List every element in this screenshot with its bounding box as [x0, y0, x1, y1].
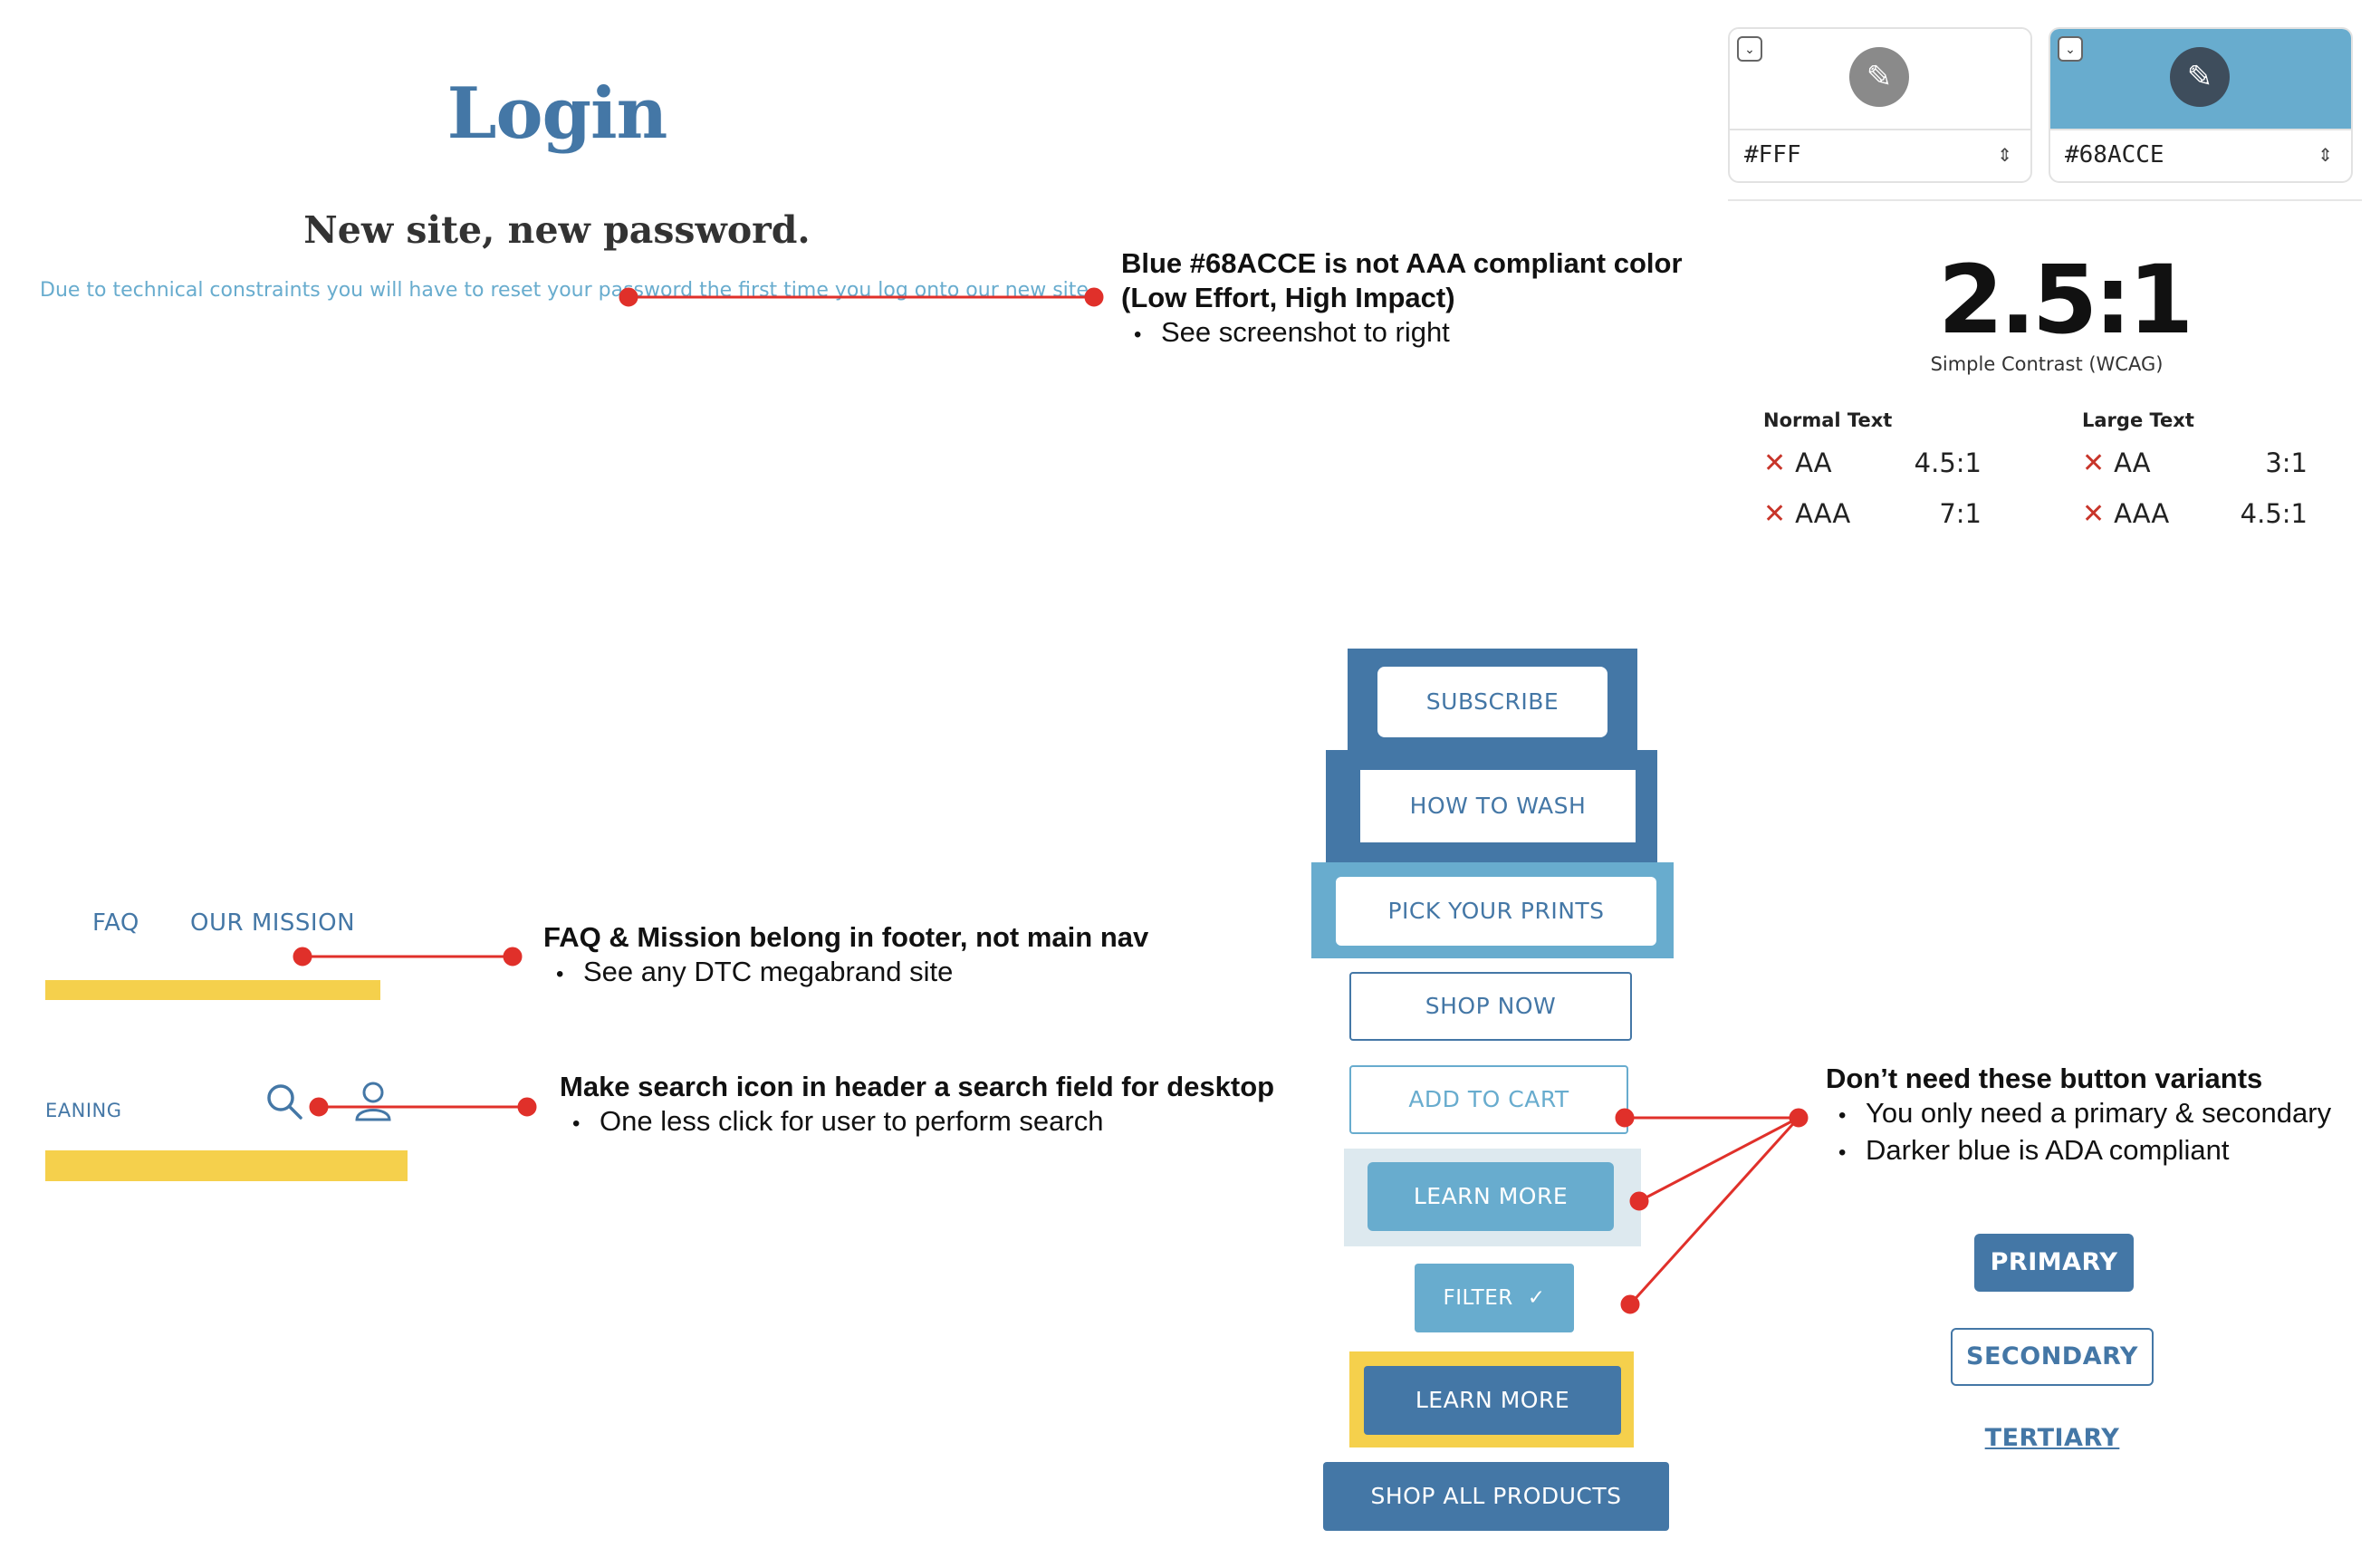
fail-icon: ✕	[2082, 447, 2106, 479]
connector-dot	[503, 947, 523, 967]
how-to-wash-button[interactable]: HOW TO WASH	[1360, 770, 1636, 842]
add-to-cart-button[interactable]: ADD TO CART	[1349, 1065, 1628, 1134]
shop-now-button[interactable]: SHOP NOW	[1349, 972, 1632, 1041]
divider	[1728, 199, 2362, 201]
connector-dot	[517, 1097, 537, 1117]
annotation-contrast-bullet: •See screenshot to right	[1134, 316, 1450, 348]
login-title: Login	[446, 72, 668, 155]
nav-underline-bar	[45, 980, 380, 1000]
connector-line-filter	[1628, 1116, 1800, 1306]
annotation-search-title: Make search icon in header a search fiel…	[560, 1071, 1275, 1102]
learn-more-light-button[interactable]: LEARN MORE	[1368, 1162, 1614, 1231]
nav-link-cleaning[interactable]: EANING	[45, 1100, 122, 1121]
large-text-heading: Large Text	[2082, 409, 2194, 431]
stepper-icon[interactable]: ⇕	[2318, 146, 2333, 166]
search-icon[interactable]	[264, 1082, 304, 1121]
pick-your-prints-button[interactable]: PICK YOUR PRINTS	[1336, 877, 1656, 946]
login-note: Due to technical constraints you will ha…	[40, 279, 1095, 302]
background-swatch[interactable]: ⌄ ✎ #68ACCE ⇕	[2049, 27, 2353, 183]
annotation-nav: FAQ & Mission belong in footer, not main…	[543, 920, 1148, 992]
annotation-contrast-subtitle: (Low Effort, High Impact)	[1121, 282, 1455, 313]
foreground-swatch[interactable]: ⌄ ✎ #FFF ⇕	[1728, 27, 2032, 183]
stepper-icon[interactable]: ⇕	[1997, 146, 2012, 166]
large-aa-result: ✕AA	[2082, 447, 2151, 479]
shop-all-products-button[interactable]: SHOP ALL PRODUCTS	[1323, 1462, 1669, 1531]
annotation-search-bullet: •One less click for user to perform sear…	[572, 1105, 1104, 1137]
filter-button[interactable]: FILTER ✓	[1415, 1264, 1574, 1332]
annotation-nav-title: FAQ & Mission belong in footer, not main…	[543, 921, 1149, 953]
filter-label: FILTER	[1443, 1286, 1513, 1310]
annotation-buttons-bullet-2: •Darker blue is ADA compliant	[1838, 1134, 2230, 1166]
connector-dot	[293, 947, 312, 967]
foreground-hex[interactable]: #FFF	[1744, 141, 1801, 168]
secondary-button[interactable]: SECONDARY	[1951, 1328, 2154, 1386]
large-aa-ratio: 3:1	[2265, 447, 2308, 478]
annotation-search: Make search icon in header a search fiel…	[560, 1070, 1274, 1141]
connector-dot	[1789, 1108, 1809, 1128]
primary-button[interactable]: PRIMARY	[1974, 1234, 2134, 1292]
nav-link-faq[interactable]: FAQ	[92, 909, 139, 937]
fail-icon: ✕	[1763, 498, 1787, 530]
large-aaa-result: ✕AAA	[2082, 498, 2170, 530]
annotation-contrast-title: Blue #68ACCE is not AAA compliant color	[1121, 247, 1683, 279]
checkmark-icon: ✓	[1527, 1286, 1546, 1310]
normal-aaa-result: ✕AAA	[1763, 498, 1851, 530]
annotation-buttons-title: Don’t need these button variants	[1826, 1063, 2263, 1094]
contrast-ratio-label: Simple Contrast (WCAG)	[1930, 353, 2164, 375]
eyedropper-icon[interactable]: ✎	[1849, 47, 1909, 107]
subscribe-button[interactable]: SUBSCRIBE	[1377, 667, 1607, 737]
normal-aaa-ratio: 7:1	[1939, 498, 1982, 529]
eyedropper-icon[interactable]: ✎	[2170, 47, 2230, 107]
connector-dot	[1620, 1294, 1640, 1314]
annotation-nav-bullet: •See any DTC megabrand site	[556, 956, 954, 987]
annotation-contrast: Blue #68ACCE is not AAA compliant color …	[1121, 246, 1683, 352]
tertiary-button[interactable]: TERTIARY	[1984, 1424, 2120, 1452]
annotation-buttons-bullet-1: •You only need a primary & secondary	[1838, 1097, 2332, 1129]
fail-icon: ✕	[2082, 498, 2106, 530]
nav-link-our-mission[interactable]: OUR MISSION	[190, 909, 356, 937]
annotation-buttons: Don’t need these button variants •You on…	[1826, 1062, 2331, 1170]
contrast-ratio: 2.5:1	[1938, 245, 2193, 355]
connector-line-learn-more	[1638, 1116, 1799, 1203]
chevron-down-icon[interactable]: ⌄	[1737, 36, 1762, 62]
chevron-down-icon[interactable]: ⌄	[2058, 36, 2083, 62]
fail-icon: ✕	[1763, 447, 1787, 479]
normal-aa-ratio: 4.5:1	[1914, 447, 1982, 478]
background-hex[interactable]: #68ACCE	[2065, 141, 2164, 168]
connector-dot	[309, 1097, 329, 1117]
header-underline-bar	[45, 1150, 408, 1181]
normal-aa-result: ✕AA	[1763, 447, 1832, 479]
learn-more-dark-button[interactable]: LEARN MORE	[1364, 1366, 1621, 1435]
user-icon[interactable]	[353, 1080, 393, 1121]
large-aaa-ratio: 4.5:1	[2240, 498, 2308, 529]
normal-text-heading: Normal Text	[1763, 409, 1893, 431]
login-subtitle: New site, new password.	[303, 208, 811, 252]
